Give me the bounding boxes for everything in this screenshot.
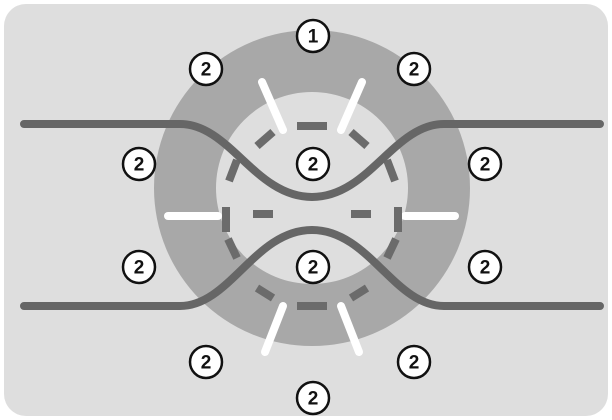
marker-label: 2: [134, 258, 145, 279]
marker-label: 2: [201, 60, 212, 81]
marker-circle: [121, 146, 157, 182]
marker-upper-right: 2: [396, 51, 432, 87]
marker-label: 2: [308, 258, 319, 279]
marker-upper-left: 2: [188, 51, 224, 87]
marker-circle: [295, 18, 331, 54]
marker-label: 2: [308, 155, 319, 176]
marker-bottom: 2: [295, 380, 331, 416]
marker-circle: [121, 249, 157, 285]
marker-right-upper: 2: [467, 146, 503, 182]
marker-label: 2: [308, 389, 319, 410]
marker-circle: [467, 146, 503, 182]
dash: [254, 284, 276, 302]
dash: [225, 158, 241, 183]
tick-bottom-left: [261, 302, 287, 356]
marker-left-lower: 2: [121, 249, 157, 285]
marker-label: 2: [480, 155, 491, 176]
marker-label: 2: [480, 258, 491, 279]
marker-center-lower: 2: [295, 249, 331, 285]
marker-circle: [188, 344, 224, 380]
marker-circle: [396, 51, 432, 87]
marker-lower-left: 2: [188, 344, 224, 380]
marker-right-lower: 2: [467, 249, 503, 285]
marker-left-upper: 2: [121, 146, 157, 182]
dash: [224, 237, 241, 260]
marker-circle: [295, 146, 331, 182]
dash: [383, 158, 399, 183]
dash: [348, 128, 370, 150]
marker-label: 2: [409, 60, 420, 81]
marker-circle: [295, 380, 331, 416]
marker-label: 2: [134, 155, 145, 176]
marker-circle: [467, 249, 503, 285]
lower-road: [20, 226, 604, 310]
marker-circle: [295, 249, 331, 285]
tick-top-left: [258, 78, 287, 134]
marker-circle: [188, 51, 224, 87]
dashed-lane: [222, 122, 402, 310]
marker-label: 2: [409, 353, 420, 374]
ring-ticks: [164, 78, 459, 356]
marker-label: 2: [201, 353, 212, 374]
marker-center-upper: 2: [295, 146, 331, 182]
marker-top: 1: [295, 18, 331, 54]
marker-label: 1: [308, 27, 319, 48]
marker-circle: [396, 344, 432, 380]
dash: [383, 237, 400, 260]
dash: [254, 128, 276, 150]
upper-road: [20, 120, 604, 201]
tick-bottom-right: [337, 302, 363, 356]
marker-lower-right: 2: [396, 344, 432, 380]
dash: [348, 284, 370, 302]
tick-top-right: [337, 78, 366, 134]
